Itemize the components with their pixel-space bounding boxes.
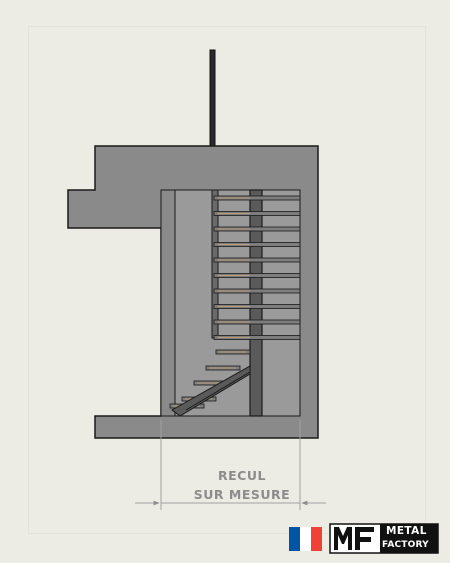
upper-tread [213, 242, 301, 247]
logo-word-factory: FACTORY [382, 540, 429, 550]
upper-tread [213, 273, 301, 278]
dimension-label-line2: SUR MESURE [193, 487, 291, 502]
monogram-m [334, 527, 352, 550]
upper-treads [213, 195, 301, 340]
upper-tread [213, 195, 301, 201]
central-post [249, 189, 263, 417]
metal-factory-logo [329, 523, 439, 554]
lower-stringer-edge [185, 371, 251, 411]
left-panel [160, 189, 176, 417]
upper-tread [213, 288, 301, 294]
upper-tread [213, 257, 301, 263]
french-flag [289, 527, 322, 551]
upper-tread [213, 319, 301, 325]
upper-tread [213, 211, 301, 216]
upper-tread [213, 335, 301, 340]
monogram-f [355, 527, 374, 550]
paper-edge [28, 26, 426, 534]
top-pole [209, 49, 216, 147]
upper-tread [213, 226, 301, 232]
dimension-label-line1: RECUL [218, 468, 266, 483]
logo-word-metal: METAL [386, 525, 427, 537]
lower-stringer [171, 365, 251, 417]
upper-tread [213, 304, 301, 309]
